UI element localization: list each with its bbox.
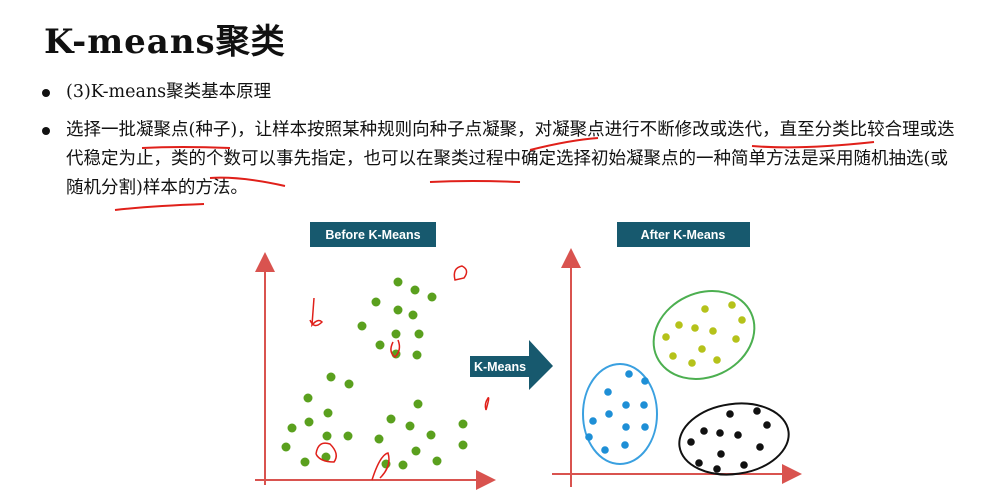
black-point xyxy=(713,465,721,473)
black-point xyxy=(695,459,703,467)
blue-point xyxy=(605,410,613,418)
cluster-ellipse-blue xyxy=(582,363,658,465)
before-point xyxy=(458,440,468,450)
before-point xyxy=(386,414,396,424)
black-point xyxy=(700,427,708,435)
before-point xyxy=(426,430,436,440)
yellow-point xyxy=(738,316,746,324)
before-point xyxy=(414,329,424,339)
before-point xyxy=(458,419,468,429)
blue-point xyxy=(604,388,612,396)
before-point xyxy=(287,423,297,433)
before-point xyxy=(413,399,423,409)
slide-title: K-means聚类 xyxy=(44,22,286,62)
bullet-item: 选择一批凝聚点(种子)，让样本按照某种规则向种子点凝聚，对凝聚点进行不断修改或迭… xyxy=(42,116,957,203)
blue-point xyxy=(585,433,593,441)
before-point xyxy=(432,456,442,466)
before-point xyxy=(343,431,353,441)
before-point xyxy=(281,442,291,452)
yellow-point xyxy=(669,352,677,360)
black-point xyxy=(734,431,742,439)
blue-point xyxy=(641,423,649,431)
before-point xyxy=(303,393,313,403)
annotation-underlines xyxy=(114,137,875,211)
before-point xyxy=(405,421,415,431)
yellow-point xyxy=(701,305,709,313)
before-point xyxy=(357,321,367,331)
before-point xyxy=(374,434,384,444)
before-point xyxy=(410,285,420,295)
bullet-item: (3)K-means聚类基本原理 xyxy=(42,78,271,107)
blue-point xyxy=(641,377,649,385)
black-point xyxy=(726,410,734,418)
cluster-ellipse-green xyxy=(652,290,756,380)
black-point xyxy=(753,407,761,415)
before-label: Before K-Means xyxy=(325,228,420,242)
yellow-point xyxy=(688,359,696,367)
yellow-point xyxy=(732,335,740,343)
before-point xyxy=(408,310,418,320)
yellow-point xyxy=(675,321,683,329)
black-point xyxy=(687,438,695,446)
bullet-dot xyxy=(42,127,50,135)
before-point xyxy=(326,372,336,382)
yellow-point xyxy=(662,333,670,341)
axes xyxy=(255,248,802,490)
after-label-box xyxy=(617,222,750,247)
kmeans-arrow-icon xyxy=(470,340,553,390)
before-point xyxy=(393,305,403,315)
black-point xyxy=(716,429,724,437)
before-point xyxy=(322,431,332,441)
annotation-scribbles xyxy=(309,265,490,481)
before-point xyxy=(393,277,403,287)
blue-point xyxy=(622,401,630,409)
after-label: After K-Means xyxy=(641,228,726,242)
black-point xyxy=(756,443,764,451)
yellow-point xyxy=(691,324,699,332)
before-point xyxy=(321,452,331,462)
before-point xyxy=(371,297,381,307)
yellow-point xyxy=(728,301,736,309)
before-point xyxy=(300,457,310,467)
before-point xyxy=(412,350,422,360)
before-point xyxy=(398,460,408,470)
blue-point xyxy=(622,423,630,431)
before-point xyxy=(344,379,354,389)
before-point xyxy=(391,329,401,339)
bullet-text: (3)K-means聚类基本原理 xyxy=(66,82,272,102)
bullet-text: 选择一批凝聚点(种子)，让样本按照某种规则向种子点凝聚，对凝聚点进行不断修改或迭… xyxy=(66,120,955,198)
yellow-point xyxy=(713,356,721,364)
blue-point xyxy=(601,446,609,454)
black-point xyxy=(763,421,771,429)
cluster-ellipse-black xyxy=(678,402,790,476)
black-point xyxy=(740,461,748,469)
arrow-label: K-Means xyxy=(474,360,526,374)
blue-point xyxy=(589,417,597,425)
bullet-dot xyxy=(42,89,50,97)
blue-point xyxy=(640,401,648,409)
before-label-box xyxy=(310,222,436,247)
before-point xyxy=(304,417,314,427)
blue-point xyxy=(625,370,633,378)
yellow-point xyxy=(698,345,706,353)
before-point xyxy=(323,408,333,418)
before-point xyxy=(411,446,421,456)
black-point xyxy=(717,450,725,458)
before-point xyxy=(427,292,437,302)
yellow-point xyxy=(709,327,717,335)
before-point xyxy=(375,340,385,350)
blue-point xyxy=(621,441,629,449)
